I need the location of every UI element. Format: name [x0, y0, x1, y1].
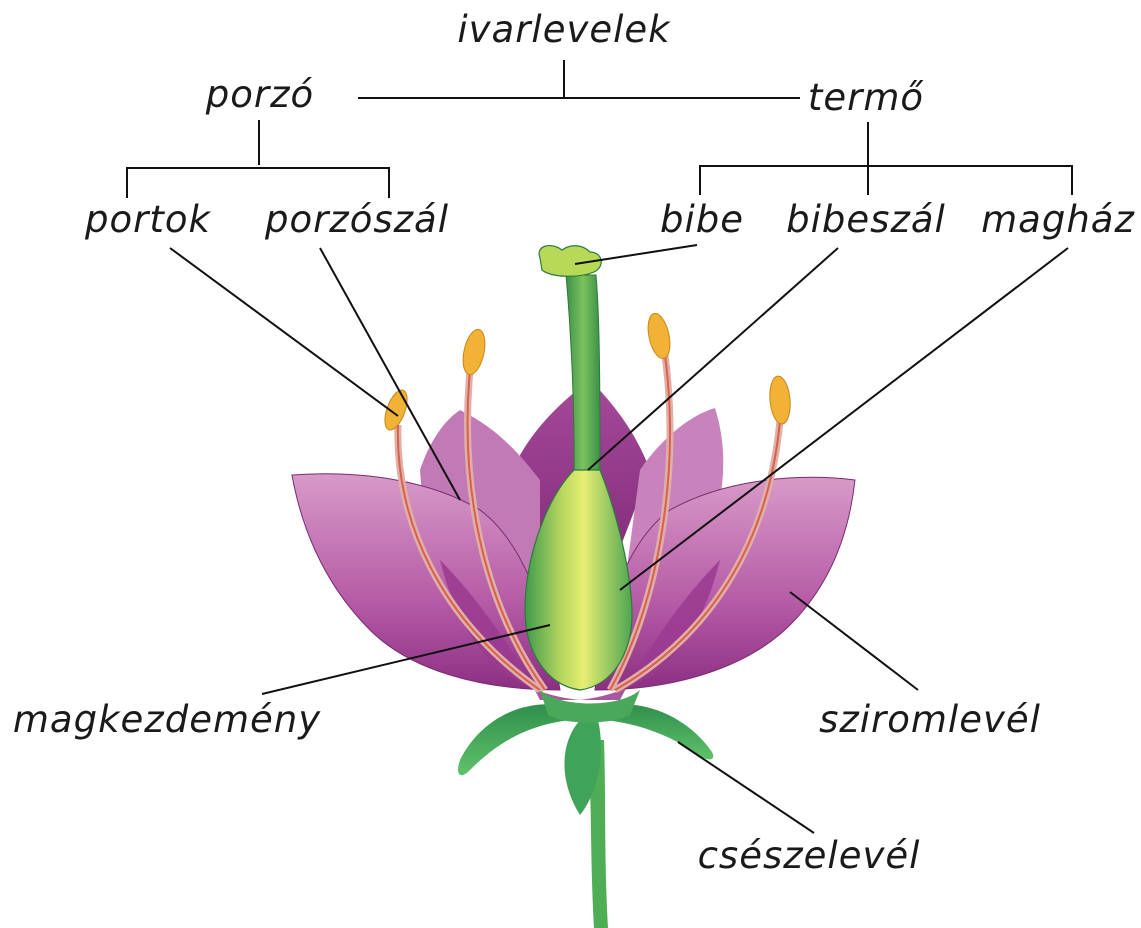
label-porzoszal: porzószál: [264, 198, 449, 241]
label-magkezdemeny: magkezdemény: [13, 698, 321, 741]
label-sziromlevel: sziromlevél: [819, 698, 1041, 741]
porzo-bracket-line: [127, 168, 389, 198]
anther: [380, 387, 411, 433]
label-maghaz: magház: [981, 198, 1135, 241]
label-porzo: porzó: [205, 73, 314, 116]
maghaz-pointer-line: [620, 248, 1068, 590]
label-bibe: bibe: [660, 198, 744, 241]
anther: [459, 327, 488, 376]
label-termo: termő: [808, 76, 925, 119]
anther: [644, 311, 673, 360]
csezelevel-pointer-line: [678, 742, 814, 833]
sziromlevel-pointer-line: [790, 592, 918, 690]
anther: [768, 375, 792, 425]
sepals: [458, 690, 713, 815]
portok-pointer-line: [170, 248, 398, 416]
termo-bracket-line: [700, 166, 1072, 195]
label-portok: portok: [84, 198, 211, 241]
label-bibeszal: bibeszál: [786, 198, 946, 241]
label-csezelevel: csészelevél: [698, 834, 921, 877]
label-ivarlevelek: ivarlevelek: [457, 8, 671, 51]
